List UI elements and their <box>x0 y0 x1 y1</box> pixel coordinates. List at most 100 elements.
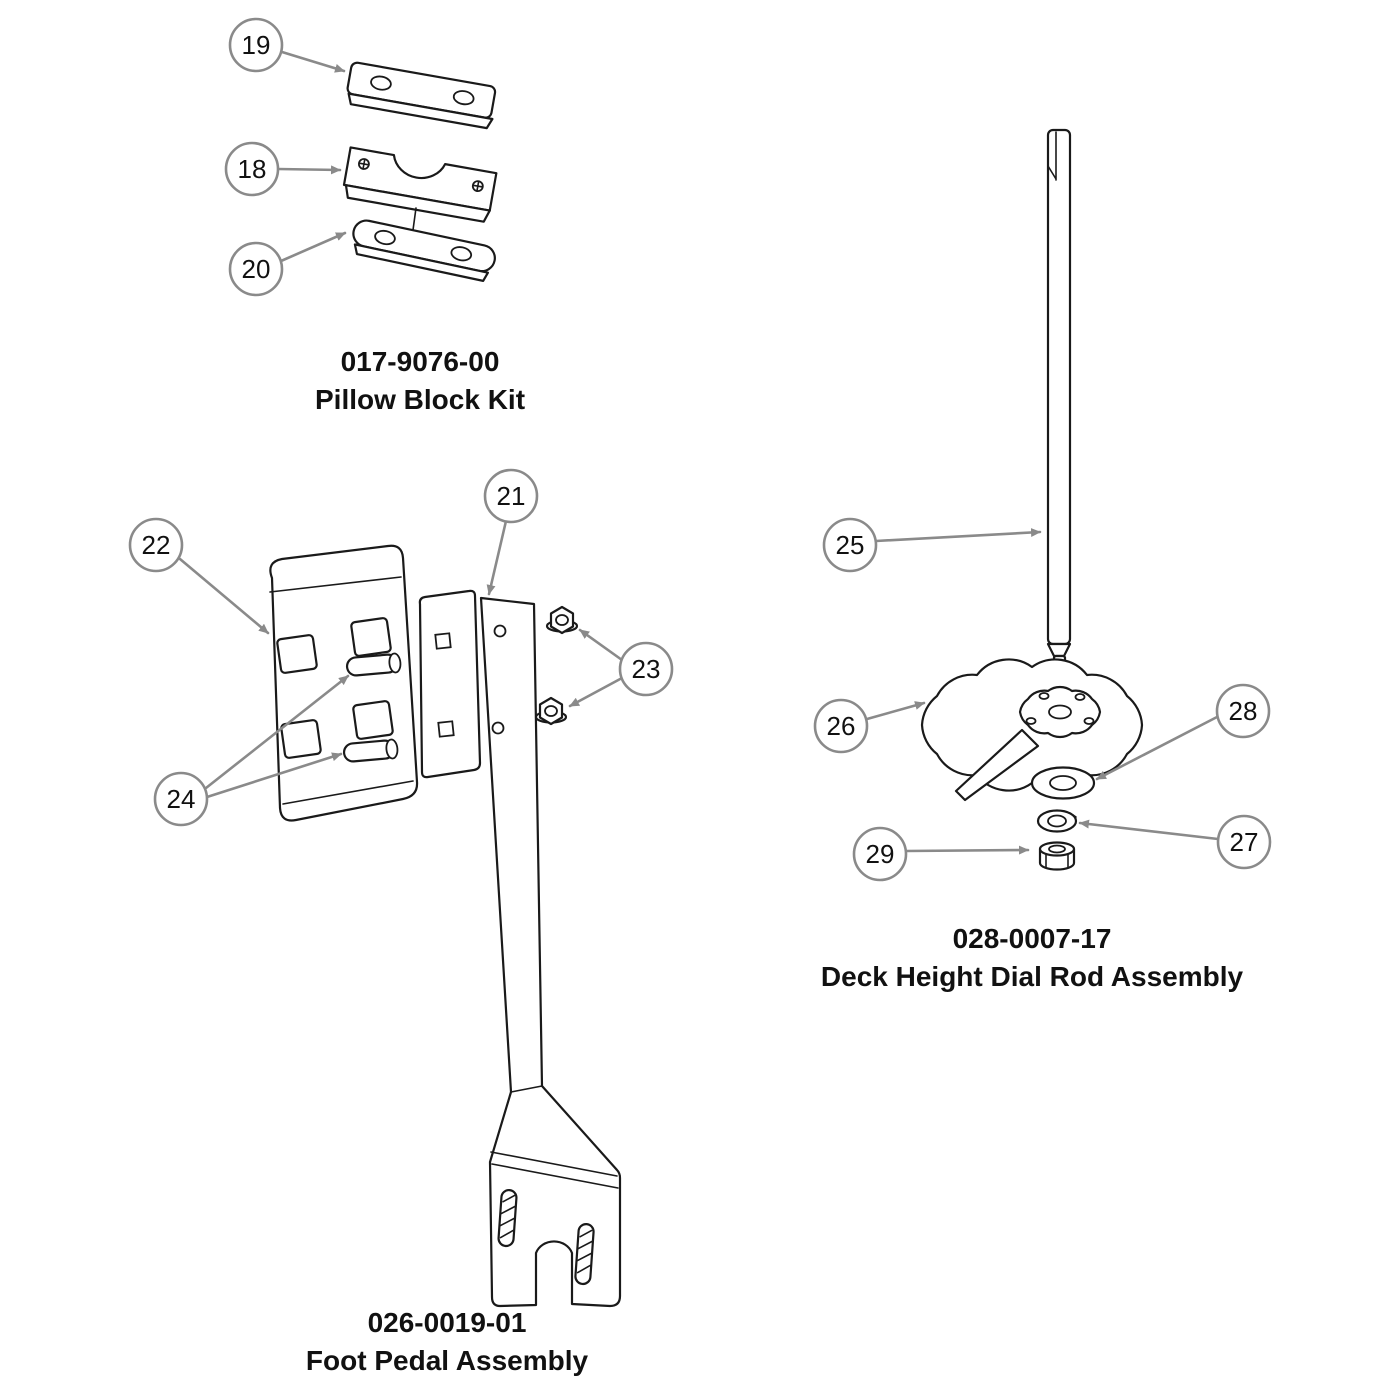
callout-27-circle <box>1216 814 1272 870</box>
leader-arrow-27 <box>1078 819 1220 841</box>
leader-arrow-20 <box>279 231 347 263</box>
callout-28: 28 <box>1215 683 1271 739</box>
dial-pointer <box>954 728 1040 802</box>
pillow-block-lower-clamp <box>342 146 498 223</box>
hub-slot <box>1025 717 1037 725</box>
callout-21-number: 21 <box>497 481 526 511</box>
grip-pad <box>276 634 318 674</box>
callout-18-number: 18 <box>238 154 267 184</box>
callout-28-number: 28 <box>1229 696 1258 726</box>
hub-slot <box>1083 717 1095 725</box>
callout-28-circle <box>1215 683 1271 739</box>
callout-22: 22 <box>128 517 184 573</box>
pedal-pin-lower <box>342 738 399 763</box>
callout-27: 27 <box>1216 814 1272 870</box>
flat-washer <box>1030 766 1096 800</box>
bend-line <box>490 1151 618 1177</box>
leader-arrow-28 <box>1095 715 1219 781</box>
leader-arrow-29 <box>904 845 1030 855</box>
leader-arrow-22 <box>178 557 270 635</box>
flange-nut-upper <box>545 605 579 635</box>
callout-23-number: 23 <box>632 654 661 684</box>
callout-26-circle <box>813 698 869 754</box>
bolt-hole <box>370 75 392 91</box>
callout-25-number: 25 <box>836 530 865 560</box>
rod-shoulder <box>1046 642 1072 658</box>
leader-arrow-25 <box>874 527 1042 543</box>
leader-arrow-19 <box>280 50 346 73</box>
callout-19-number: 19 <box>242 30 271 60</box>
callout-26-number: 26 <box>827 711 856 741</box>
foot-pedal-arm <box>479 596 622 1308</box>
grip-pad <box>350 617 392 657</box>
plate-hole <box>450 246 473 262</box>
plate-hole <box>374 229 396 246</box>
bend-line <box>510 1085 543 1093</box>
pillow-block-kit-diagram: 017-9076-00 Pillow Block Kit 19 18 20 <box>224 17 525 415</box>
dial-rod-part-number: 028-0007-17 <box>953 923 1112 954</box>
pillow-block-name: Pillow Block Kit <box>315 384 525 415</box>
leader-arrow-24b <box>205 752 343 799</box>
callout-24-circle <box>153 771 209 827</box>
arm-hole <box>491 721 505 735</box>
hub-slot <box>1038 692 1050 700</box>
callout-20-circle <box>228 241 284 297</box>
adjustment-slot <box>574 1222 595 1286</box>
dial-rod-assembly-diagram: 028-0007-17 Deck Height Dial Rod Assembl… <box>813 128 1272 992</box>
callout-29-circle <box>852 826 908 882</box>
callout-27-number: 27 <box>1230 827 1259 857</box>
hub-slot <box>1074 693 1086 701</box>
callout-22-number: 22 <box>142 530 171 560</box>
pillow-block-part-number: 017-9076-00 <box>341 346 500 377</box>
dial-disc <box>920 658 1144 802</box>
pedal-pin-upper <box>345 652 402 677</box>
foot-pedal-part-number: 026-0019-01 <box>368 1307 527 1338</box>
flange-nut-lower <box>534 696 568 726</box>
pedal-bend-line <box>269 576 402 593</box>
adjustment-slot <box>497 1188 518 1248</box>
hex-nut <box>1038 841 1076 871</box>
callout-19: 19 <box>228 17 284 73</box>
pillow-block-top-clamp <box>346 61 497 130</box>
foot-pedal-assembly-diagram: 026-0019-01 Foot Pedal Assembly 21 22 23… <box>128 468 674 1376</box>
callout-18-circle <box>224 141 280 197</box>
callout-19-circle <box>228 17 284 73</box>
bracket-square-hole <box>434 632 452 650</box>
callout-20: 20 <box>228 241 284 297</box>
leader-arrow-18 <box>276 165 342 175</box>
callout-26: 26 <box>813 698 869 754</box>
hub-center-hole <box>1048 704 1072 720</box>
callout-23: 23 <box>618 641 674 697</box>
foot-pedal-name: Foot Pedal Assembly <box>306 1345 589 1376</box>
callout-22-circle <box>128 517 184 573</box>
callout-24: 24 <box>153 771 209 827</box>
grip-pad <box>280 719 322 759</box>
callout-21-circle <box>483 468 539 524</box>
arm-hole <box>493 624 507 638</box>
bend-line <box>491 1163 619 1189</box>
callout-25: 25 <box>822 517 878 573</box>
callout-24-number: 24 <box>167 784 196 814</box>
lock-washer <box>1036 809 1078 833</box>
callout-20-number: 20 <box>242 254 271 284</box>
callout-29: 29 <box>852 826 908 882</box>
dial-rod <box>1046 128 1072 704</box>
callout-29-number: 29 <box>866 839 895 869</box>
bolt-hole <box>452 90 475 106</box>
grip-pad <box>352 700 394 740</box>
pedal-plate <box>269 544 419 822</box>
leader-arrow-23b <box>568 676 624 708</box>
leader-arrow-26 <box>865 701 926 721</box>
pedal-mount-bracket <box>418 589 482 779</box>
leader-arrow-23a <box>578 628 624 662</box>
pedal-bend-line <box>282 780 414 805</box>
leader-arrow-21 <box>486 519 508 596</box>
callout-25-circle <box>822 517 878 573</box>
bracket-square-hole <box>437 720 455 738</box>
dial-rod-name: Deck Height Dial Rod Assembly <box>821 961 1244 992</box>
pillow-block-base-plate <box>352 219 496 282</box>
callout-23-circle <box>618 641 674 697</box>
callout-18: 18 <box>224 141 280 197</box>
callout-21: 21 <box>483 468 539 524</box>
